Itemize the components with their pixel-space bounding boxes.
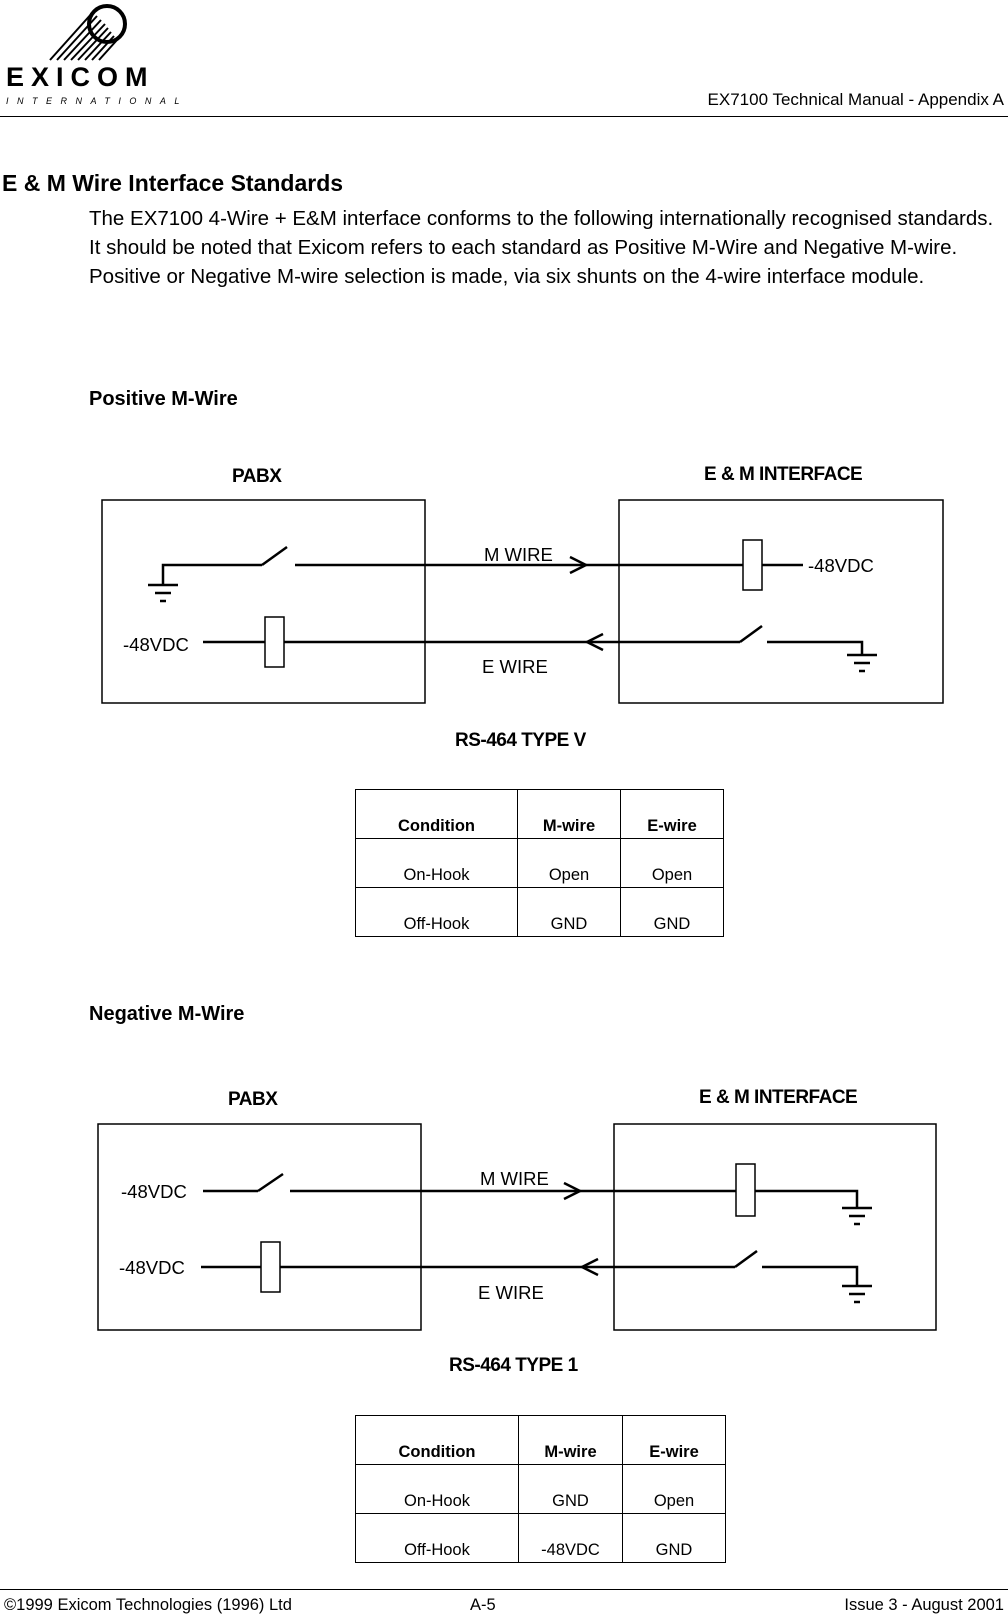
section-paragraph: The EX7100 4-Wire + E&M interface confor… <box>89 207 994 288</box>
table-cell: GND <box>518 1464 623 1514</box>
negative-interface-box <box>613 1123 937 1331</box>
positive-e-wire-label: E WIRE <box>482 656 548 677</box>
negative-diagram <box>97 1123 937 1331</box>
positive-caption: RS-464 TYPE V <box>455 730 586 751</box>
positive-interface-title: E & M INTERFACE <box>704 464 863 485</box>
negative-m-wire-label: M WIRE <box>480 1168 549 1189</box>
table-header-row: Condition M-wire E-wire <box>355 789 724 839</box>
positive-condition-table: Condition M-wire E-wire On-Hook Open Ope… <box>355 789 724 937</box>
footer-page-number: A-5 <box>470 1596 496 1614</box>
table-header: Condition <box>355 789 518 839</box>
table-row: Off-Hook -48VDC GND <box>355 1513 726 1563</box>
positive-m-switch <box>261 545 288 567</box>
table-cell: On-Hook <box>355 1464 519 1514</box>
footer-copyright: ©1999 Exicom Technologies (1996) Ltd <box>4 1596 292 1614</box>
positive-m-wire-label: M WIRE <box>484 544 553 565</box>
logo-wordmark: EXICOM <box>6 62 155 92</box>
footer-issue: Issue 3 - August 2001 <box>844 1596 1004 1614</box>
footer-divider <box>0 1589 1008 1590</box>
negative-left-resistor <box>260 1241 281 1293</box>
table-cell: Off-Hook <box>355 887 518 937</box>
negative-right-top-ground-icon <box>842 1206 872 1226</box>
negative-left-voltage-bottom: -48VDC <box>119 1257 185 1278</box>
table-header: M-wire <box>517 789 621 839</box>
table-cell: Open <box>620 838 724 888</box>
negative-e-arrow <box>579 1257 599 1277</box>
positive-right-resistor <box>742 539 763 591</box>
table-row: Off-Hook GND GND <box>355 887 724 937</box>
positive-interface-box <box>618 499 944 704</box>
positive-right-ground-icon <box>847 653 877 673</box>
positive-left-voltage: -48VDC <box>123 634 189 655</box>
negative-right-bottom-ground-icon <box>842 1284 872 1304</box>
positive-pabx-title: PABX <box>232 466 282 487</box>
positive-right-voltage: -48VDC <box>808 555 874 576</box>
table-cell: GND <box>517 887 621 937</box>
negative-e-switch <box>734 1249 758 1269</box>
table-header: Condition <box>355 1415 519 1465</box>
section-title: E & M Wire Interface Standards <box>2 170 344 196</box>
negative-m-arrow <box>563 1181 583 1201</box>
positive-e-arrow <box>584 632 604 652</box>
table-header: M-wire <box>518 1415 623 1465</box>
positive-left-resistor <box>264 616 285 668</box>
table-header-row: Condition M-wire E-wire <box>355 1415 726 1465</box>
positive-heading: Positive M-Wire <box>89 388 238 410</box>
table-cell: GND <box>622 1513 726 1563</box>
table-cell: GND <box>620 887 724 937</box>
negative-m-switch <box>257 1172 284 1193</box>
table-row: On-Hook GND Open <box>355 1464 726 1514</box>
negative-left-voltage-top: -48VDC <box>121 1181 187 1202</box>
positive-diagram <box>101 499 944 704</box>
negative-heading: Negative M-Wire <box>89 1003 245 1025</box>
negative-pabx-title: PABX <box>228 1089 278 1110</box>
positive-e-switch <box>739 624 763 644</box>
logo-mark-icon <box>49 4 127 61</box>
table-cell: Off-Hook <box>355 1513 519 1563</box>
table-cell: On-Hook <box>355 838 518 888</box>
table-row: On-Hook Open Open <box>355 838 724 888</box>
negative-pabx-box <box>97 1123 422 1331</box>
positive-pabx-box <box>101 499 426 704</box>
header-divider <box>0 116 1008 117</box>
positive-m-arrow <box>569 555 589 575</box>
negative-caption: RS-464 TYPE 1 <box>449 1355 578 1376</box>
table-header: E-wire <box>622 1415 726 1465</box>
table-cell: Open <box>517 838 621 888</box>
negative-interface-title: E & M INTERFACE <box>699 1087 858 1108</box>
negative-right-resistor <box>735 1163 756 1217</box>
header-title: EX7100 Technical Manual - Appendix A <box>707 90 1004 109</box>
negative-condition-table: Condition M-wire E-wire On-Hook GND Open… <box>355 1415 726 1563</box>
table-cell: Open <box>622 1464 726 1514</box>
logo-subtitle: INTERNATIONAL <box>6 96 188 106</box>
table-header: E-wire <box>620 789 724 839</box>
negative-e-wire-label: E WIRE <box>478 1282 544 1303</box>
positive-left-ground-icon <box>148 583 178 603</box>
table-cell: -48VDC <box>518 1513 623 1563</box>
